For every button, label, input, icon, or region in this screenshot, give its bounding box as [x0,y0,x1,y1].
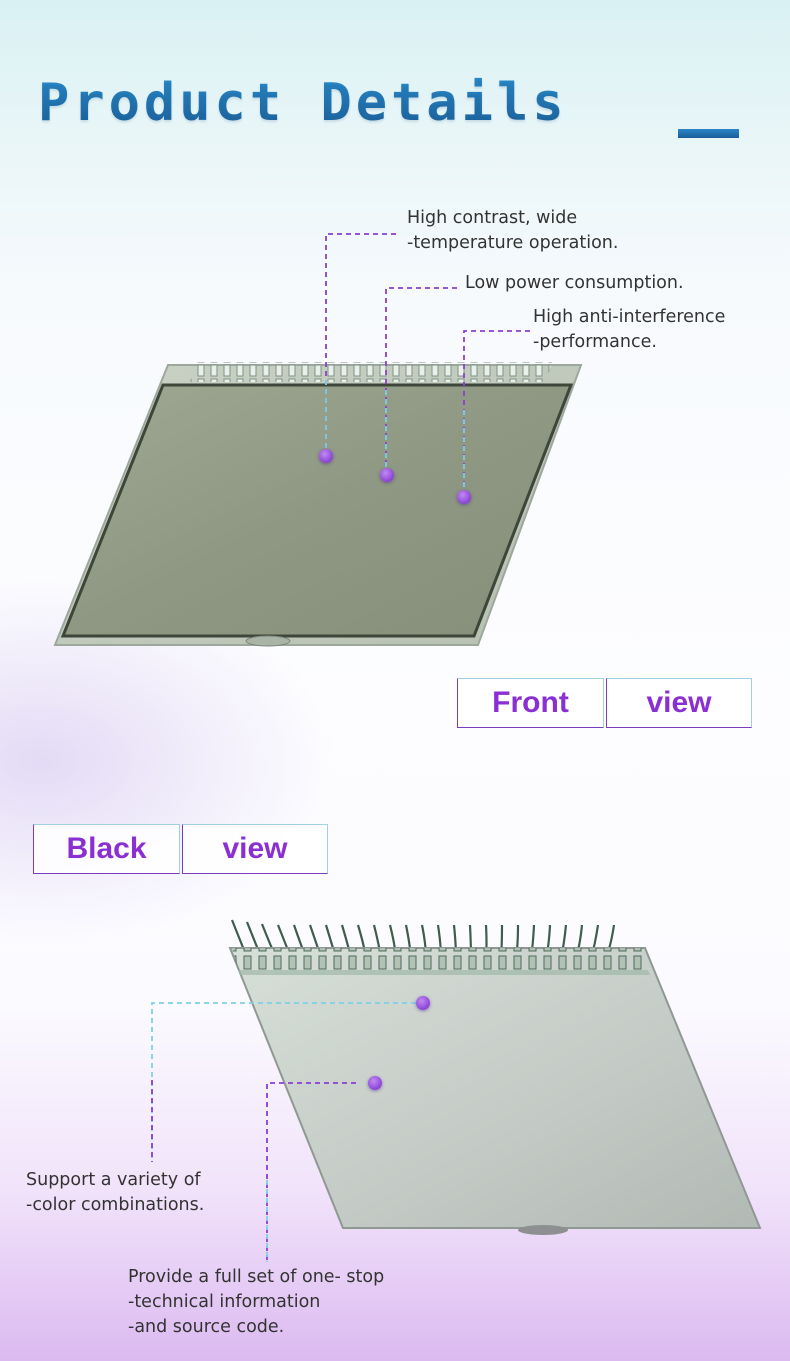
callout-dot [380,468,394,482]
page-title: Product Details [38,73,568,133]
note-line: High anti-interference [533,307,726,327]
back-note-support: Provide a full set of one- stop -technic… [128,1265,384,1340]
black-label-left: Black [33,824,180,874]
black-label-right: view [182,824,328,874]
front-label-left: Front [457,678,604,728]
front-label-right: view [606,678,752,728]
front-note-power: Low power consumption. [465,271,684,296]
title-underline-bar [678,129,739,138]
callout-dot [416,996,430,1010]
back-lcd-panel-image [228,919,762,1235]
note-line: -and source code. [128,1317,285,1337]
note-line: -temperature operation. [407,233,619,253]
note-line: Support a variety of [26,1170,201,1190]
note-line: High contrast, wide [407,208,578,228]
front-view-label: Front view [457,678,752,730]
note-line: -technical information [128,1292,321,1312]
front-note-interference: High anti-interference -performance. [533,305,725,355]
back-note-colors: Support a variety of -color combinations… [26,1168,204,1218]
callout-dot [368,1076,382,1090]
note-line: Provide a full set of one- stop [128,1267,385,1287]
note-line: Low power consumption. [465,273,684,293]
black-view-label: Black view [33,824,328,876]
callout-dot [457,490,471,504]
note-line: -color combinations. [26,1195,205,1215]
front-note-contrast: High contrast, wide -temperature operati… [407,206,618,256]
note-line: -performance. [533,332,657,352]
callout-dot [319,449,333,463]
